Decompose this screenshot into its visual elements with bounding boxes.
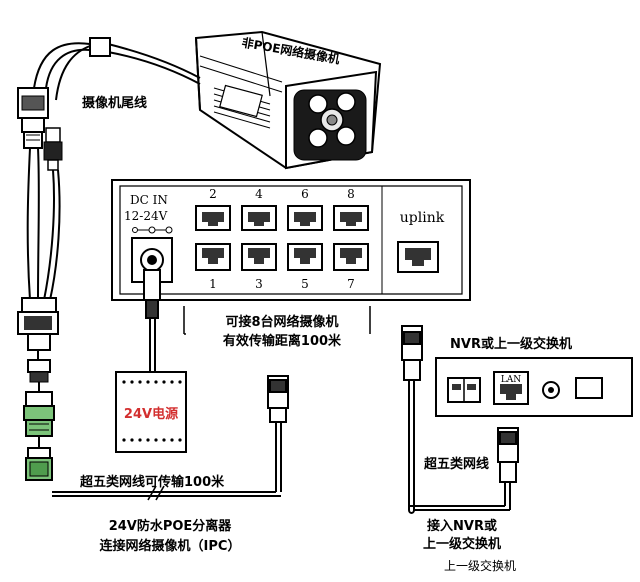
- switch-voltage-label: 12-24V: [124, 209, 168, 223]
- nvr-title: NVR或上一级交换机: [450, 336, 572, 352]
- nvr-device: [435, 357, 633, 417]
- switch-port-7: [333, 243, 369, 271]
- splitter-label-line2: 连接网络摄像机（IPC）: [100, 538, 241, 554]
- power-label: 24V电源: [124, 406, 178, 422]
- port-number-bottom: 7: [347, 277, 355, 291]
- port-number-bottom: 1: [209, 277, 217, 291]
- switch-ports-top: [195, 205, 369, 231]
- tail-rj45-connector: [17, 87, 49, 149]
- switch-port-1: [195, 243, 231, 271]
- nvr-connect-line3: 上一级交换机: [444, 558, 516, 573]
- nvr-connect-line2: 上一级交换机: [423, 536, 501, 552]
- uplink-to-nvr-cable: [401, 325, 519, 514]
- splitter-label-line1: 24V防水POE分离器: [109, 518, 233, 534]
- port-number-top: 2: [209, 187, 217, 201]
- switch-to-splitter-cable: [52, 375, 289, 501]
- switch-port-4: [241, 205, 277, 231]
- nvr-lan-label: LAN: [501, 375, 521, 385]
- switch-port-2: [195, 205, 231, 231]
- cable-left-label: 超五类网线可传输100米: [80, 474, 225, 490]
- switch-port-8: [333, 205, 369, 231]
- camera-tail-cable: [33, 37, 201, 101]
- switch-port-3: [241, 243, 277, 271]
- ports-bracket: [183, 306, 371, 335]
- switch-note-line2: 有效传输距离100米: [223, 333, 342, 349]
- nvr-connect-line1: 接入NVR或: [427, 518, 497, 534]
- cable-right-label: 超五类网线: [424, 456, 489, 472]
- switch-uplink-port: [397, 241, 439, 273]
- switch-port-6: [287, 205, 323, 231]
- port-number-bottom: 3: [255, 277, 263, 291]
- switch-port-5: [287, 243, 323, 271]
- switch-uplink-label: uplink: [400, 210, 445, 226]
- switch-dc-in-label: DC IN: [130, 193, 168, 207]
- port-number-top: 8: [347, 187, 355, 201]
- switch-ports-bottom: [195, 243, 369, 271]
- splitter-input-cable: [26, 147, 61, 301]
- port-number-top: 6: [301, 187, 309, 201]
- switch-note-line1: 可接8台网络摄像机: [225, 314, 338, 330]
- camera-tail-label: 摄像机尾线: [82, 95, 147, 111]
- port-number-bottom: 5: [301, 277, 309, 291]
- camera-body: [194, 30, 382, 170]
- poe-splitter: [17, 297, 59, 481]
- power-cable: [143, 269, 161, 372]
- tail-dc-plug: [43, 127, 63, 171]
- power-supply: [115, 371, 187, 453]
- port-number-top: 4: [255, 187, 263, 201]
